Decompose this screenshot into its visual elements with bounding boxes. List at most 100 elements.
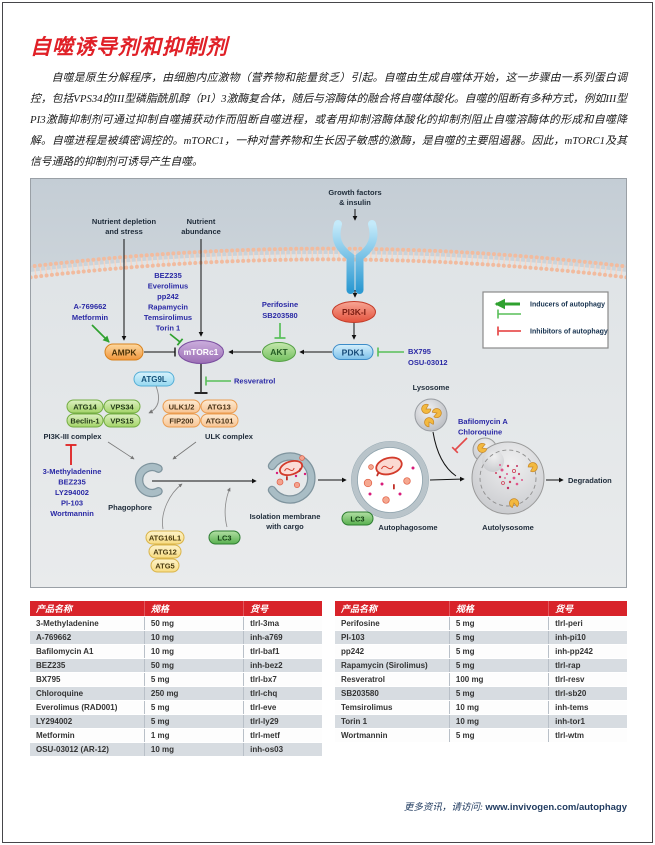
svg-text:ATG9L: ATG9L <box>141 375 167 384</box>
col-product-name: 产品名称 <box>335 601 449 616</box>
table-cell: inh-bez2 <box>243 659 322 672</box>
table-cell: 250 mg <box>143 687 243 700</box>
legend-inhibitor-tbar <box>497 326 521 336</box>
table-cell: 5 mg <box>448 645 548 658</box>
table-cell: tlrl-metf <box>243 729 322 742</box>
intro-paragraph: 自噬是原生分解程序，由细胞内应激物（营养物和能量贫乏）引起。自噬由生成自噬体开始… <box>30 72 627 168</box>
table-cell: tlrl-3ma <box>243 617 322 630</box>
svg-text:ATG12: ATG12 <box>153 548 177 557</box>
drug-chloroquine: Chloroquine <box>458 428 502 437</box>
table-cell: Metformin <box>36 731 75 740</box>
svg-text:3-Methyladenine: 3-Methyladenine <box>43 467 102 476</box>
lysosome-fusion-curve <box>432 431 457 477</box>
pdk1-inhibition-tbar <box>377 347 404 357</box>
table-cell: Everolimus (RAD001) <box>36 703 118 712</box>
pi3k3-complex-label: PI3K-III complex <box>44 432 103 441</box>
autolysosome-contents <box>476 441 540 509</box>
node-pdk1: PDK1 <box>332 344 374 360</box>
isolation-membrane-shape <box>267 452 316 504</box>
table-cell: 1 mg <box>143 729 243 742</box>
pi3k3-complex-group: ATG14 VPS34 Beclin-1 VPS15 <box>66 399 141 428</box>
isolation-membrane-label: Isolation membrane <box>250 512 321 521</box>
table-cell: tlrl-resv <box>548 673 627 686</box>
diagram-border <box>30 178 627 588</box>
degradation-label: Degradation <box>568 476 612 485</box>
svg-text:BEZ235: BEZ235 <box>154 271 182 280</box>
growth-factors-label-2: & insulin <box>339 198 371 207</box>
table-cell: 5 mg <box>143 701 243 714</box>
svg-text:PI3K-I: PI3K-I <box>342 307 366 317</box>
autophagy-pathway-diagram: Growth factors & insulin Nutrient deplet… <box>27 178 630 588</box>
table-cell: A-769662 <box>36 633 72 642</box>
col-catalog: 货号 <box>243 601 322 616</box>
table-cell: 100 mg <box>448 673 548 686</box>
drug-resveratrol: Resveratrol <box>234 377 275 386</box>
ampk-mtor-inhibition <box>144 347 176 357</box>
svg-text:BEZ235: BEZ235 <box>58 478 86 487</box>
table-cell: 5 mg <box>448 687 548 700</box>
pi3k3-phagophore-arrow <box>107 441 135 460</box>
table-cell: 10 mg <box>143 743 243 756</box>
table-cell: LY294002 <box>36 717 73 726</box>
table-cell: Bafilomycin A1 <box>36 647 94 656</box>
table-cell: 5 mg <box>143 715 243 728</box>
table-cell: 5 mg <box>448 631 548 644</box>
table-cell: inh-os03 <box>243 743 322 756</box>
table-cell: 50 mg <box>143 659 243 672</box>
lysosome-shape <box>414 398 448 432</box>
table-cell: 3-Methyladenine <box>36 619 99 628</box>
node-ampk: AMPK <box>104 343 144 361</box>
svg-text:VPS15: VPS15 <box>110 417 133 426</box>
svg-text:ATG16L1: ATG16L1 <box>149 534 181 543</box>
growth-factors-label: Growth factors <box>328 188 381 197</box>
footer: 更多资讯，请访问: www.invivogen.com/autophagy <box>404 799 627 813</box>
nutrient-abundance-label-2: abundance <box>181 227 221 236</box>
ampk-activation-arrow <box>91 324 110 343</box>
table-cell: PI-103 <box>341 633 365 642</box>
node-pi3k1: PI3K-I <box>332 301 376 323</box>
autophagosome-cargo <box>363 456 415 504</box>
mtor-inhibition-tbar <box>169 333 184 346</box>
drug-osu03012: OSU-03012 <box>408 358 448 367</box>
table-cell: tlrl-chq <box>243 687 322 700</box>
resveratrol-tbar <box>205 376 231 386</box>
legend-inducer-tbar <box>497 309 521 319</box>
drug-sb203580: SB203580 <box>262 311 297 320</box>
table-cell: tlrl-eve <box>243 701 322 714</box>
table-cell: tlrl-rap <box>548 659 627 672</box>
nutrient-abundance-label: Nutrient <box>187 217 216 226</box>
mtor-ulk-inhibition <box>194 364 208 394</box>
svg-text:pp242: pp242 <box>157 292 179 301</box>
node-lc3: LC3 <box>208 530 241 545</box>
ulk-complex-label: ULK complex <box>205 432 254 441</box>
table-cell: 5 mg <box>143 673 243 686</box>
table-cell: tlrl-bx7 <box>243 673 322 686</box>
table-cell: inh-pi10 <box>548 631 627 644</box>
table-cell: inh-a769 <box>243 631 322 644</box>
svg-text:AMPK: AMPK <box>111 348 137 358</box>
nutrient-depletion-label-2: and stress <box>105 227 143 236</box>
table-cell: inh-pp242 <box>548 645 627 658</box>
table-cell: Resveratrol <box>341 675 386 684</box>
mtor-inhibitor-drugs: BEZ235 Everolimus pp242 Rapamycin Temsir… <box>144 271 192 333</box>
akt-inhibition-tbar <box>274 323 286 339</box>
svg-text:PDK1: PDK1 <box>342 348 365 358</box>
pi3k3-inhibitor-drugs: 3-Methyladenine BEZ235 LY294002 PI-103 W… <box>43 467 102 518</box>
table-cell: Perifosine <box>341 619 380 628</box>
legend-inhibitors-label: Inhibitors of autophagy <box>530 329 608 336</box>
table-cell: 50 mg <box>143 617 243 630</box>
svg-text:Everolimus: Everolimus <box>148 282 188 291</box>
footer-url[interactable]: www.invivogen.com/autophagy <box>485 802 627 813</box>
atg16-arrow <box>162 483 183 530</box>
autophagosome-autolysosome-arrow <box>429 476 465 482</box>
table-cell: tlrl-wtm <box>548 729 627 742</box>
svg-text:Rapamycin: Rapamycin <box>148 303 188 312</box>
